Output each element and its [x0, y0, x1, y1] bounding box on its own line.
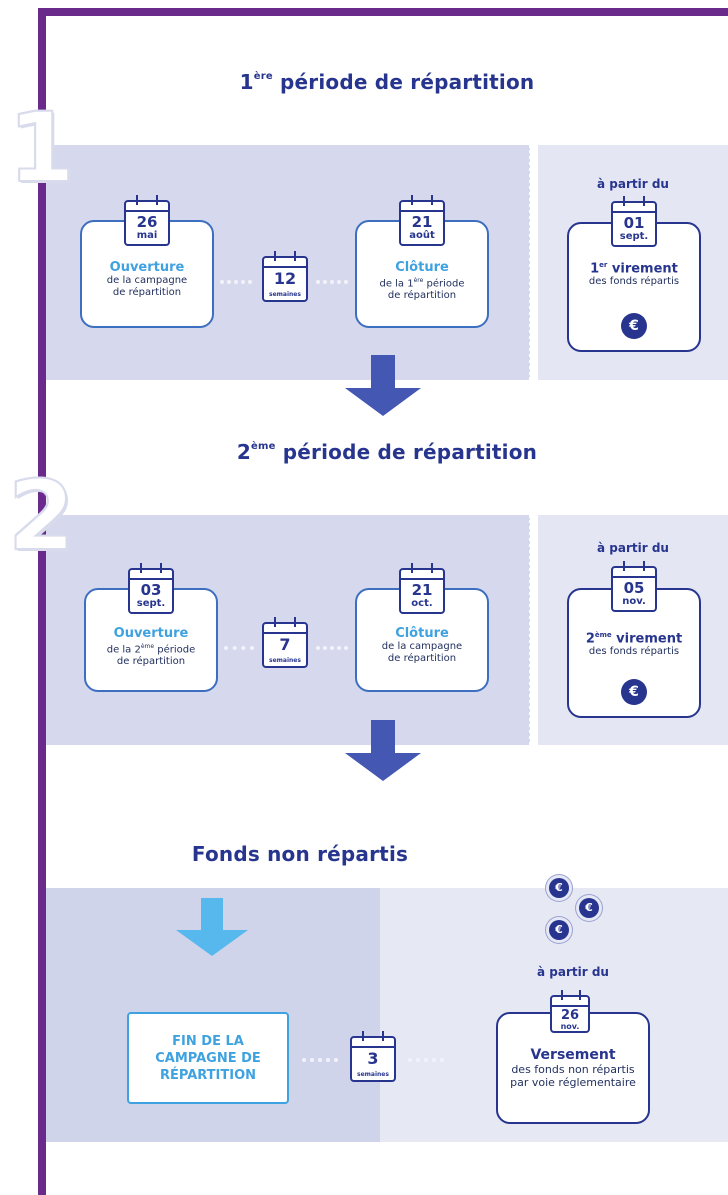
period2-divider: [529, 515, 532, 745]
period1-title: 1ère période de répartition: [239, 70, 535, 94]
unallocated-duration-value: 3: [367, 1049, 379, 1068]
period2-big-number: 2: [7, 460, 76, 572]
end-line-1: FIN DE LA: [172, 1033, 244, 1049]
unallocated-payment-sub2: par voie réglementaire: [510, 1076, 636, 1089]
period1-opening-day: 26: [136, 213, 158, 231]
period1-divider: [529, 145, 532, 380]
euro-coin-icon: €: [621, 679, 647, 705]
unallocated-payment-month: nov.: [560, 1022, 580, 1031]
period2-dots-left: [224, 646, 254, 650]
unallocated-payment-day: 26: [560, 1008, 580, 1023]
period1-closing-card: Clôture de la 1ère période de répartitio…: [355, 220, 489, 328]
period2-duration-calendar-icon: 7 semaines: [262, 617, 308, 668]
period2-opening-title: Ouverture: [113, 626, 189, 641]
end-line-3: RÉPARTITION: [159, 1067, 257, 1083]
period2-duration-value: 7: [279, 635, 291, 654]
period1-opening-sub1: de la campagne: [106, 275, 188, 286]
euro-coin-icon: €: [549, 878, 569, 898]
period2-payment-sub: des fonds répartis: [588, 646, 680, 658]
unallocated-title: Fonds non répartis: [191, 842, 409, 866]
arrow-down-icon: [371, 720, 395, 754]
arrow-down-icon: [371, 355, 395, 389]
period1-payment-sub: des fonds répartis: [588, 276, 680, 288]
arrow-down-sky-head: [176, 930, 248, 956]
period1-payment-calendar-icon: 01 sept.: [611, 196, 657, 247]
period1-closing-day: 21: [411, 213, 433, 231]
period2-closing-sub1: de la campagne: [381, 641, 463, 652]
unallocated-duration-unit: semaines: [357, 1071, 389, 1078]
period2-opening-sub1: de la 2ème période: [106, 643, 196, 656]
period1-duration-value: 12: [273, 269, 297, 288]
period2-payment-day: 05: [623, 579, 645, 597]
period2-opening-day: 03: [140, 581, 162, 599]
period2-opening-sub2: de répartition: [116, 656, 186, 668]
period1-big-number: 1: [7, 92, 76, 204]
unallocated-duration-calendar-icon: 3 semaines: [350, 1031, 396, 1082]
period2-payment-calendar-icon: 05 nov.: [611, 561, 657, 612]
period2-closing-title: Clôture: [395, 626, 449, 641]
period1-duration-calendar-icon: 12 semaines: [262, 251, 308, 302]
unallocated-from-label: à partir du: [537, 965, 609, 979]
period1-duration-unit: semaines: [269, 291, 301, 298]
period1-payment-day: 01: [623, 214, 645, 232]
period2-closing-day: 21: [411, 581, 433, 599]
end-line-2: CAMPAGNE DE: [155, 1050, 261, 1066]
period1-opening-title: Ouverture: [109, 260, 185, 275]
period1-closing-sub1: de la 1ère période: [379, 277, 465, 290]
period1-payment-title: 1er virement: [590, 261, 678, 277]
frame-top-border: [38, 8, 728, 16]
unallocated-payment-title: Versement: [530, 1047, 616, 1063]
period1-opening-month: mai: [136, 230, 158, 241]
period1-opening-card: Ouverture de la campagne de répartition: [80, 220, 214, 328]
euro-coin-icon: €: [621, 313, 647, 339]
period1-opening-sub2: de répartition: [112, 287, 182, 298]
period2-opening-calendar-icon: 03 sept.: [128, 563, 174, 614]
euro-coin-icon: €: [579, 898, 599, 918]
period2-closing-sub2: de répartition: [387, 653, 457, 664]
period2-closing-month: oct.: [411, 598, 433, 609]
period1-from-label: à partir du: [597, 177, 669, 191]
period1-closing-sub2: de répartition: [387, 290, 457, 302]
period2-closing-calendar-icon: 21 oct.: [399, 563, 445, 614]
unallocated-dots-left: [302, 1058, 338, 1062]
period2-from-label: à partir du: [597, 541, 669, 555]
period2-opening-month: sept.: [136, 598, 166, 609]
period1-payment-month: sept.: [619, 231, 649, 242]
period1-closing-calendar-icon: 21 août: [399, 195, 445, 246]
period1-closing-month: août: [409, 230, 435, 241]
unallocated-payment-card: Versement des fonds non répartis par voi…: [496, 1012, 650, 1124]
arrow-down-sky-icon: [201, 898, 223, 930]
frame-left-border: [38, 8, 46, 1195]
period1-closing-title: Clôture: [395, 260, 449, 275]
period1-dots-left: [220, 280, 252, 284]
period2-dots-right: [316, 646, 348, 650]
arrow-down-head: [345, 753, 421, 781]
period2-duration-unit: semaines: [269, 657, 301, 664]
period2-title: 2ème période de répartition: [236, 440, 538, 464]
unallocated-dots-right: [408, 1058, 444, 1062]
period1-opening-calendar-icon: 26 mai: [124, 195, 170, 246]
end-of-campaign-box: FIN DE LA CAMPAGNE DE RÉPARTITION: [127, 1012, 289, 1104]
period1-dots-right: [316, 280, 348, 284]
arrow-down-head: [345, 388, 421, 416]
unallocated-payment-sub1: des fonds non répartis: [511, 1063, 635, 1076]
period2-payment-title: 2ème virement: [585, 631, 683, 647]
euro-coin-icon: €: [549, 920, 569, 940]
period2-payment-month: nov.: [622, 596, 646, 607]
unallocated-payment-calendar-icon: 26 nov.: [550, 990, 590, 1033]
